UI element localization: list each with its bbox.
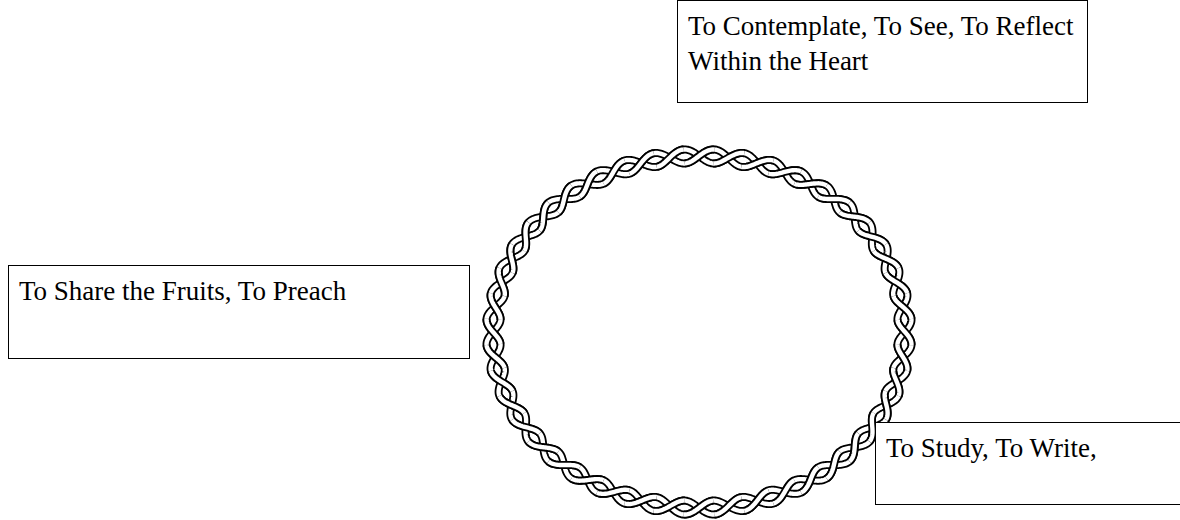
strand-outline — [858, 231, 886, 245]
strand-fill — [604, 161, 625, 184]
strand-fill — [713, 153, 744, 163]
strand-fill — [625, 497, 657, 504]
strand-outline — [893, 368, 899, 396]
strand-outline — [893, 296, 911, 319]
strand-fill — [870, 413, 874, 442]
strand-outline — [580, 171, 597, 196]
strand-outline — [684, 501, 713, 515]
strand-fill — [548, 461, 579, 467]
strand-outline — [510, 244, 513, 273]
strand-outline — [604, 161, 625, 184]
strand-fill — [794, 183, 826, 185]
strand-outline — [657, 149, 684, 166]
strand-outline — [499, 268, 505, 296]
strand-fill — [597, 490, 630, 494]
strand-fill — [491, 371, 513, 391]
strand-fill — [487, 149, 912, 514]
strand-outline — [769, 170, 802, 174]
box-text: To Study, To Write, — [886, 431, 1176, 466]
strand-fill — [801, 467, 818, 492]
strand-outline — [897, 344, 907, 371]
strand-fill — [858, 231, 886, 245]
strand-fill — [897, 320, 911, 345]
strand-outline — [773, 480, 794, 503]
strand-fill — [491, 293, 501, 320]
strand-outline — [713, 153, 744, 163]
strand-outline — [491, 293, 501, 320]
box-text: To Share the Fruits, To Preach — [19, 274, 459, 309]
strand-fill — [487, 149, 912, 514]
strand-outline — [850, 433, 859, 461]
strand-outline — [528, 442, 558, 452]
strand-fill — [657, 149, 684, 166]
strand-fill — [897, 344, 907, 371]
strand-fill — [654, 501, 685, 511]
strand-outline — [487, 345, 505, 368]
strand-outline — [685, 149, 714, 163]
strand-outline — [558, 186, 571, 213]
strand-fill — [827, 452, 840, 479]
strand-fill — [524, 222, 528, 251]
strand-fill — [773, 480, 794, 503]
strand-fill — [580, 171, 597, 196]
strand-outline — [571, 479, 603, 481]
strand-fill — [558, 186, 571, 213]
strand-fill — [818, 197, 849, 203]
strand-fill — [885, 273, 907, 293]
strand-fill — [714, 497, 741, 514]
strand-outline — [487, 149, 912, 514]
strand-fill — [499, 268, 505, 296]
strand-outline — [491, 371, 513, 391]
text-box: To Study, To Write, — [875, 422, 1180, 505]
strand-outline — [801, 467, 818, 492]
strand-fill — [850, 433, 859, 461]
strand-outline — [870, 413, 874, 442]
strand-outline — [540, 203, 549, 231]
strand-outline — [548, 461, 579, 467]
strand-fill — [487, 319, 501, 344]
strand-fill — [893, 296, 911, 319]
strand-fill — [528, 442, 558, 452]
strand-fill — [741, 160, 773, 167]
strand-outline — [874, 251, 899, 268]
text-box: To Share the Fruits, To Preach — [8, 265, 470, 359]
strand-fill — [629, 153, 653, 173]
strand-fill — [769, 170, 802, 174]
strand-fill — [512, 420, 540, 434]
strand-outline — [897, 320, 911, 345]
strand-outline — [744, 490, 768, 510]
strand-outline — [741, 160, 773, 167]
strand-fill — [571, 479, 603, 481]
strand-outline — [499, 396, 524, 413]
strand-fill — [685, 149, 714, 163]
braid-strands — [487, 149, 912, 514]
strand-outline — [794, 183, 826, 185]
strand-outline — [487, 149, 912, 514]
strand-outline — [629, 153, 653, 173]
strand-fill — [874, 251, 899, 268]
strand-fill — [840, 213, 870, 223]
strand-outline — [818, 197, 849, 203]
strand-outline — [840, 213, 870, 223]
strand-fill — [684, 501, 713, 515]
strand-outline — [597, 490, 630, 494]
strand-fill — [885, 391, 888, 420]
strand-fill — [499, 396, 524, 413]
text-box: To Contemplate, To See, To Reflect Withi… — [677, 0, 1088, 103]
strand-outline — [714, 497, 741, 514]
strand-outline — [524, 222, 528, 251]
strand-outline — [827, 452, 840, 479]
strand-outline — [885, 391, 888, 420]
strand-fill — [510, 244, 513, 273]
strand-outline — [625, 497, 657, 504]
strand-fill — [744, 490, 768, 510]
strand-fill — [487, 345, 505, 368]
box-text: To Contemplate, To See, To Reflect Withi… — [688, 9, 1077, 79]
strand-outline — [487, 319, 501, 344]
strand-fill — [540, 203, 549, 231]
strand-outline — [512, 420, 540, 434]
strand-outline — [885, 273, 907, 293]
strand-outline — [654, 501, 685, 511]
strand-fill — [893, 368, 899, 396]
